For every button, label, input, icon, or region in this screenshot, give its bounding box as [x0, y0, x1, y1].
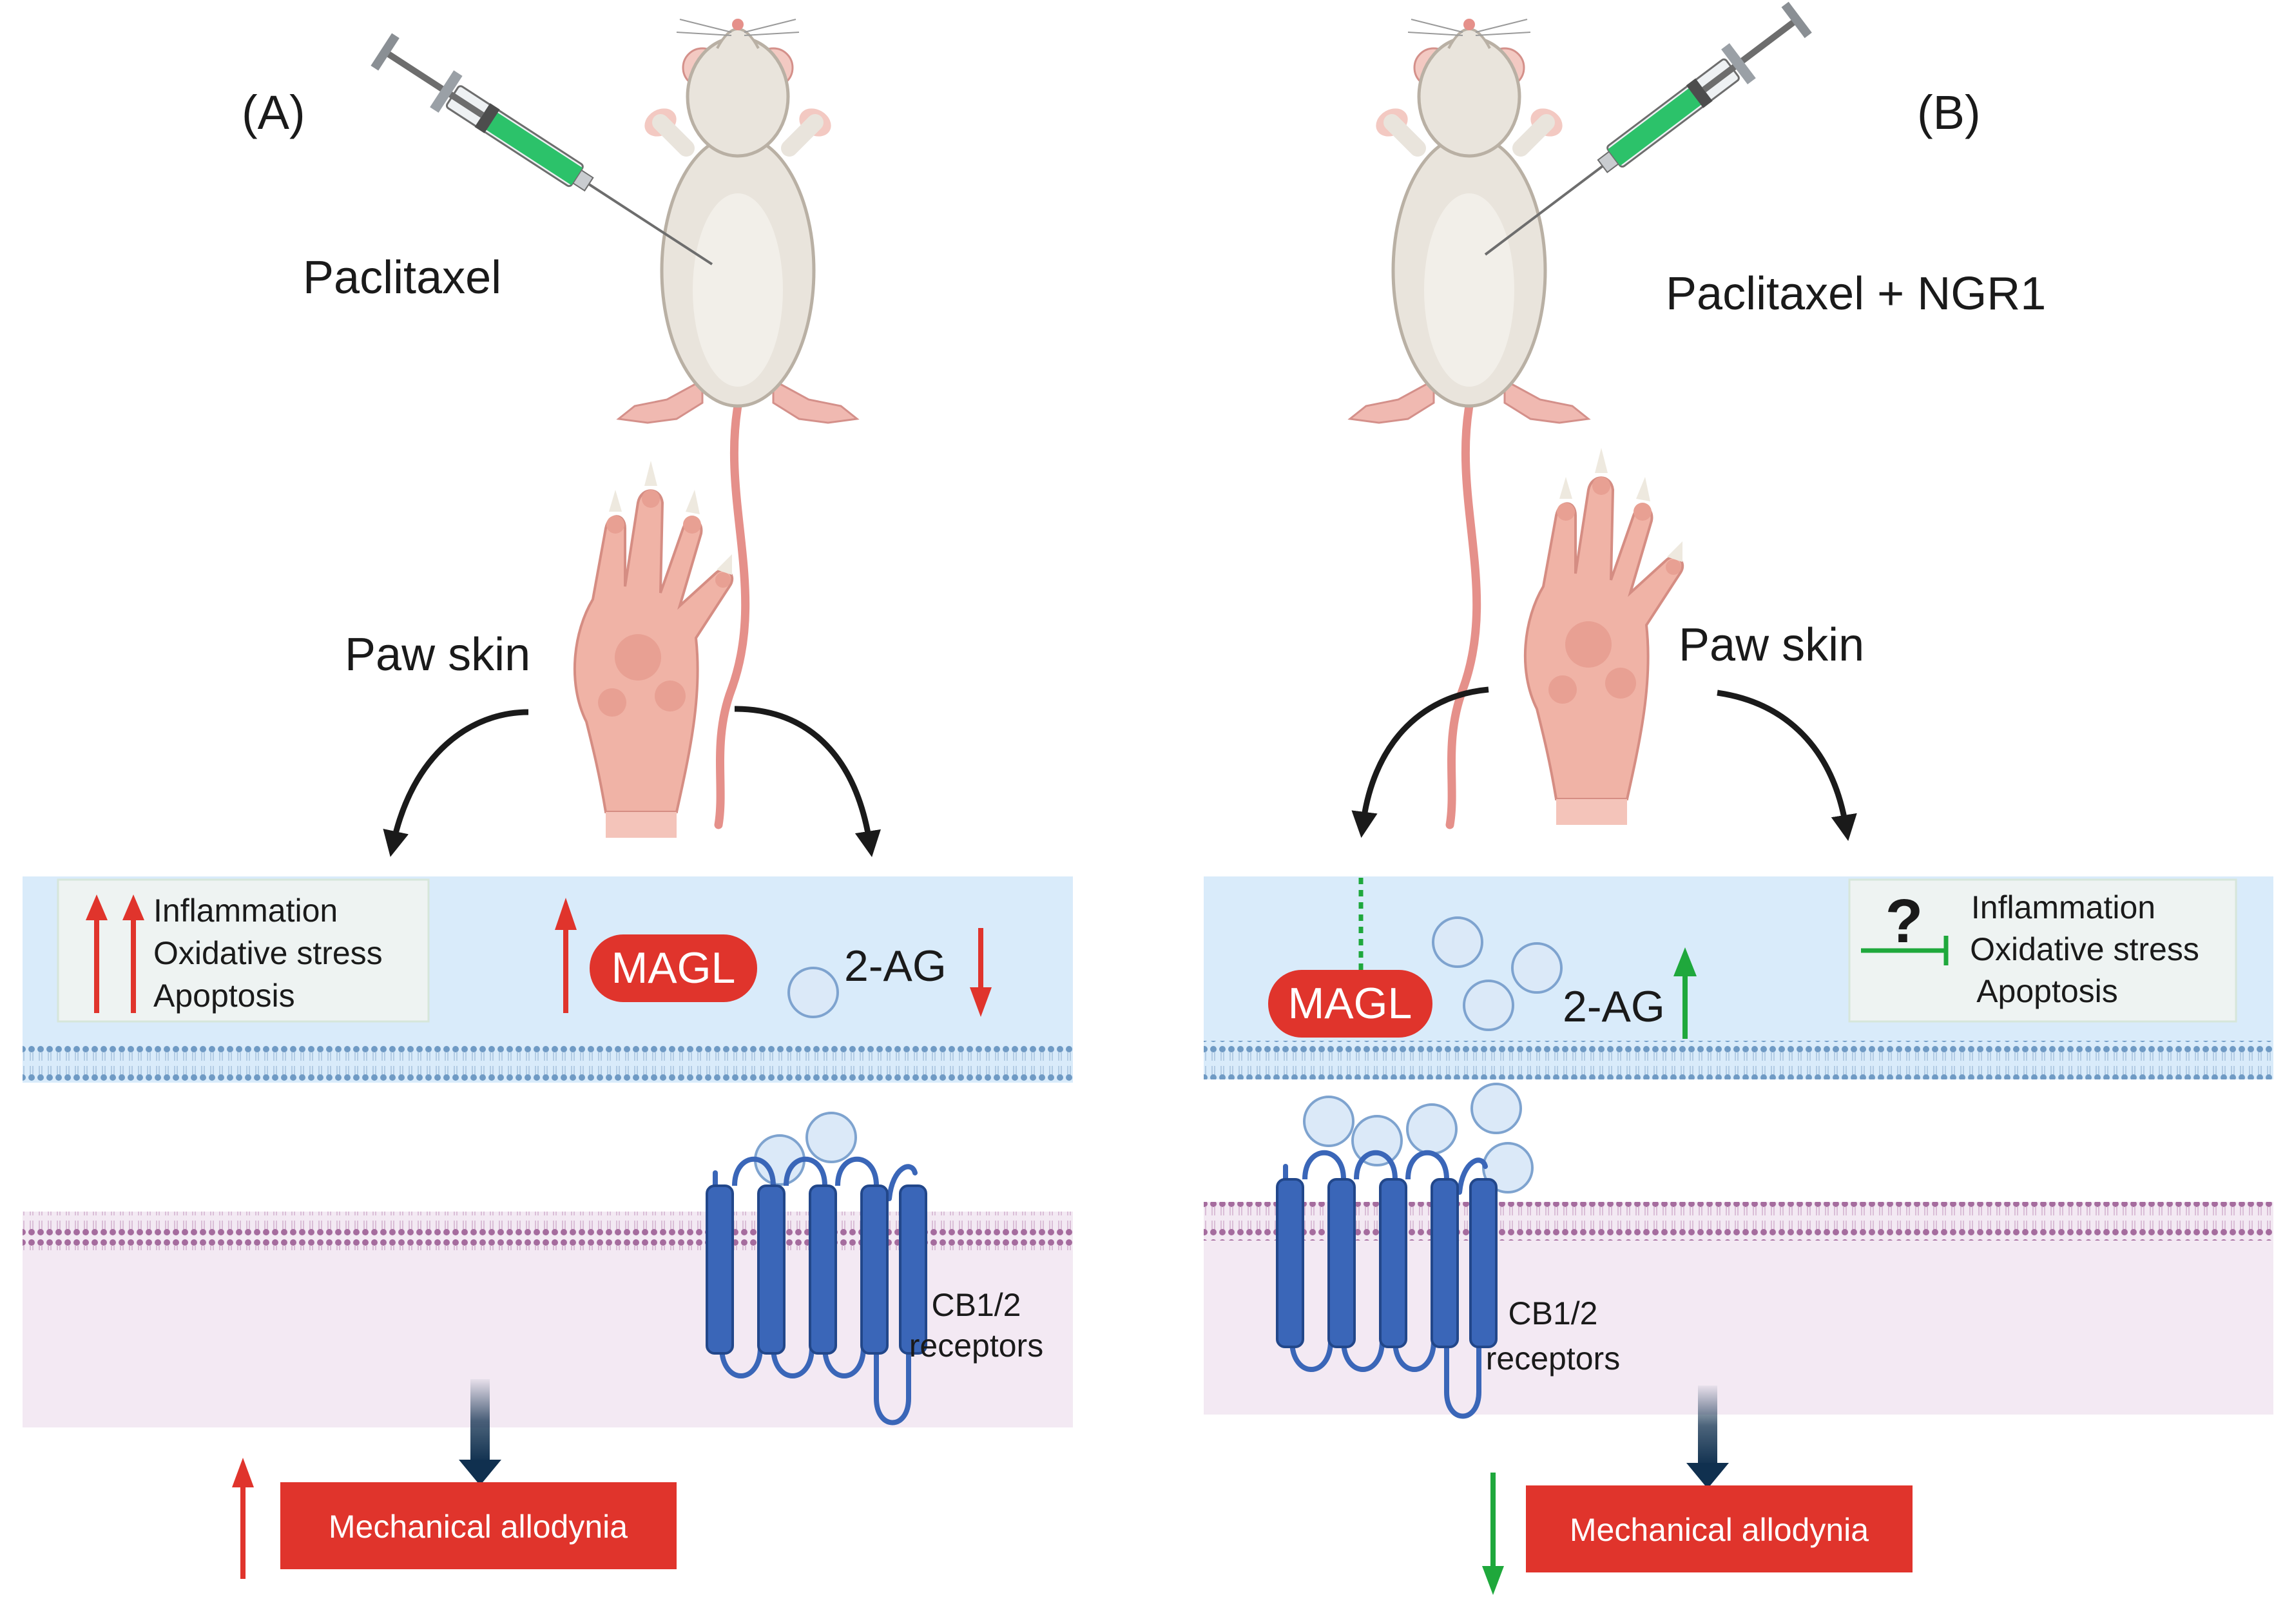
up-arrow-icon	[1673, 947, 1697, 1039]
up-arrow-icon	[86, 894, 108, 1013]
magl-enzyme-a	[590, 934, 757, 1002]
effect-label-a: Inflammation	[153, 893, 338, 929]
2ag-molecule	[1470, 1083, 1522, 1134]
outcome-label-a: Mechanical allodynia	[329, 1509, 628, 1545]
2ag-molecule	[805, 1112, 857, 1163]
cell-membrane-blue-a	[23, 1044, 1073, 1083]
treatment-label-b: Paclitaxel + NGR1	[1666, 268, 2046, 320]
up-arrow-icon	[232, 1458, 254, 1579]
curve-arrow-left-a	[383, 709, 529, 857]
effect-label-b: Apoptosis	[1976, 973, 2118, 1009]
2ag-label-b: 2-AG	[1563, 982, 1665, 1031]
2ag-molecule	[1303, 1096, 1354, 1147]
up-arrow-icon	[122, 894, 144, 1013]
cell-membrane-purple-b	[1204, 1202, 2273, 1241]
magl-enzyme-b	[1268, 970, 1432, 1038]
2ag-molecule	[1406, 1103, 1458, 1155]
panel-b-label: (B)	[1917, 86, 1981, 139]
panel-a: (A) Paclitaxel Paw skin Inflammation Oxi…	[23, 19, 1073, 1579]
panel-b: (B) Paclitaxel + NGR1 Paw skin MAGL 2-AG…	[1204, 0, 2273, 1595]
signal-arrow-b	[1686, 1386, 1729, 1489]
curve-arrow-right-a	[734, 706, 881, 858]
receptor-label-b: CB1/2	[1508, 1295, 1598, 1331]
inhibition-line	[1861, 936, 1949, 965]
paw-illustration-a	[573, 459, 734, 839]
receptor-label-b: receptors	[1486, 1340, 1620, 1377]
signal-arrow-a	[459, 1379, 501, 1485]
magl-label-a: MAGL	[612, 943, 736, 992]
paw-illustration-b	[1523, 447, 1684, 826]
cell-membrane-purple-a	[23, 1212, 1073, 1250]
outcome-box-a	[280, 1482, 677, 1569]
cell-membrane-blue-b	[1204, 1041, 2273, 1079]
2ag-molecule	[1432, 916, 1483, 968]
receptor-label-a: receptors	[909, 1328, 1043, 1364]
panel-a-label: (A)	[242, 86, 305, 139]
effect-label-b: Inflammation	[1971, 889, 2155, 925]
2ag-molecule	[787, 967, 839, 1018]
curve-arrow-left-b	[1351, 686, 1489, 838]
2ag-molecule	[1351, 1115, 1403, 1166]
up-arrow-icon	[555, 898, 577, 1013]
effects-box-a	[57, 878, 430, 1023]
treatment-label-a: Paclitaxel	[303, 252, 501, 304]
question-mark-icon: ?	[1885, 887, 1923, 956]
outcome-box-b	[1526, 1485, 1913, 1572]
2ag-molecule	[1511, 942, 1563, 994]
effect-label-b: Oxidative stress	[1970, 931, 2199, 967]
effect-label-a: Oxidative stress	[153, 935, 383, 971]
effect-label-a: Apoptosis	[153, 978, 295, 1014]
2ag-molecule	[1463, 980, 1514, 1031]
magl-label-b: MAGL	[1288, 979, 1412, 1028]
outcome-label-b: Mechanical allodynia	[1570, 1512, 1869, 1548]
down-arrow-icon	[1482, 1473, 1504, 1595]
down-arrow-icon	[970, 928, 992, 1017]
tissue-label-a: Paw skin	[345, 629, 530, 681]
tissue-label-b: Paw skin	[1679, 619, 1864, 671]
curve-arrow-right-b	[1717, 690, 1857, 841]
2ag-label-a: 2-AG	[844, 942, 947, 991]
receptor-label-a: CB1/2	[932, 1287, 1021, 1323]
